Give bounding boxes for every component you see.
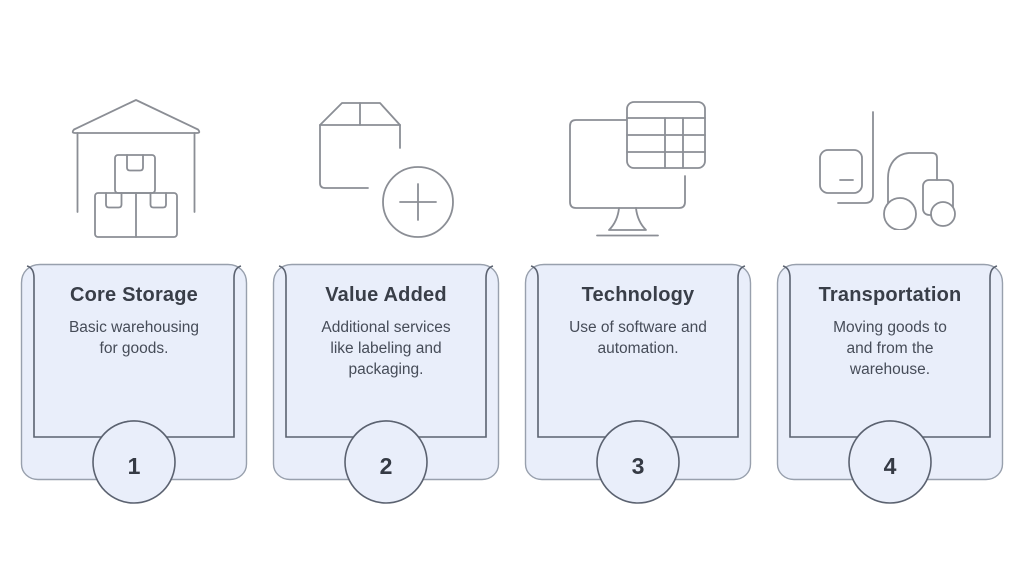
step-value-added: 2 Value Added Additional services like l… [272, 0, 500, 576]
step-description: Basic warehousing for goods. [68, 319, 200, 357]
step-technology: 3 Technology Use of software and automat… [524, 0, 752, 576]
step-text-block: Core Storage Basic warehousing for goods… [20, 282, 248, 359]
step-description: Additional services like labeling and pa… [321, 319, 451, 378]
step-transportation: 4 Transportation Moving goods to and fro… [776, 0, 1004, 576]
forklift-icon [819, 111, 956, 230]
step-card-shape: 4 [776, 263, 1004, 504]
step-title: Transportation [818, 284, 962, 306]
step-card-shape: 3 [524, 263, 752, 504]
step-description: Moving goods to and from the warehouse. [833, 319, 947, 378]
package-add-icon [319, 102, 454, 238]
step-number: 2 [380, 453, 393, 479]
step-number: 3 [632, 453, 645, 479]
step-number: 1 [128, 453, 141, 479]
step-text-block: Transportation Moving goods to and from … [776, 282, 1004, 380]
step-card-shape: 1 [20, 263, 248, 504]
step-core-storage: 1 Core Storage Basic warehousing for goo… [20, 0, 248, 576]
step-title: Technology [581, 284, 695, 306]
step-description: Use of software and automation. [569, 319, 707, 357]
step-text-block: Value Added Additional services like lab… [272, 282, 500, 380]
monitor-spreadsheet-icon [569, 101, 706, 237]
step-text-block: Technology Use of software and automatio… [524, 282, 752, 359]
step-number: 4 [884, 453, 897, 479]
step-title: Core Storage [70, 284, 198, 306]
step-title: Value Added [325, 284, 447, 306]
warehouse-icon [71, 99, 201, 238]
step-card-shape: 2 [272, 263, 500, 504]
